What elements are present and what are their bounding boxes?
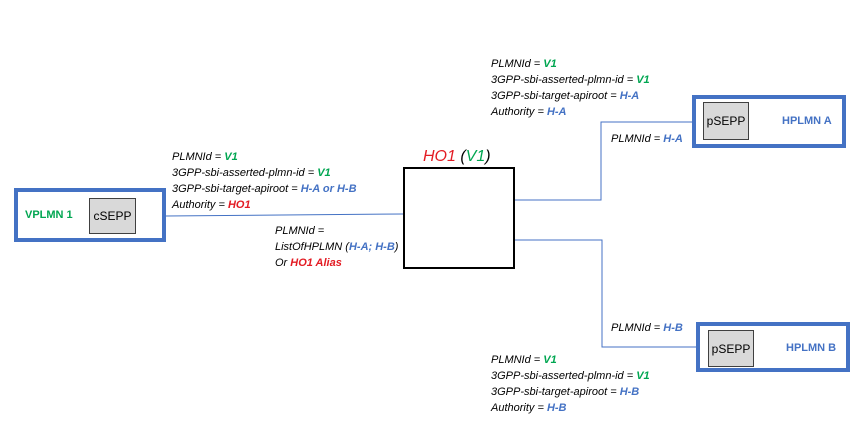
link-a-key: PLMNId =: [611, 133, 664, 145]
link-vplmn-to-hub: [165, 213, 404, 217]
link-b-value: H-B: [663, 322, 683, 334]
ann-top-asserted-value: V1: [636, 74, 650, 86]
ann-top-authority-key: Authority =: [491, 106, 547, 118]
ann-top-authority-value: H-A: [546, 106, 567, 118]
csepp-node: cSEPP: [89, 198, 136, 234]
ann-bottom-authority-value: H-B: [546, 402, 567, 414]
hub-plmn: V1: [465, 148, 486, 165]
ann-bottom-asserted-key: 3GPP-sbi-asserted-plmn-id =: [491, 370, 637, 382]
hub-name: HO1: [423, 148, 456, 165]
hub-paren-open: (: [460, 148, 466, 165]
link-label-hplmn-a: PLMNId = H-A: [611, 131, 683, 147]
ann-bottom-asserted-value: V1: [636, 370, 650, 382]
ann-mid-alias-value: HO1 Alias: [290, 257, 342, 269]
hub-box: [403, 167, 515, 269]
ann-left-asserted-key: 3GPP-sbi-asserted-plmn-id =: [172, 167, 318, 179]
ann-mid-alias-prefix: Or: [275, 257, 291, 269]
hub-title: HO1 (V1): [423, 148, 491, 166]
ann-bottom-authority-key: Authority =: [491, 402, 547, 414]
link-b-key: PLMNId =: [611, 322, 664, 334]
psepp-b-node: pSEPP: [708, 330, 754, 367]
ann-bottom-plmnid-value: V1: [543, 354, 557, 366]
link-hub-to-hplmn-a: [515, 121, 695, 201]
ann-top-plmnid-value: V1: [543, 58, 557, 70]
ann-left-plmnid-key: PLMNId =: [172, 151, 225, 163]
hub-paren-close: ): [485, 148, 491, 165]
ann-top-asserted-key: 3GPP-sbi-asserted-plmn-id =: [491, 74, 637, 86]
ann-bottom-plmnid-key: PLMNId =: [491, 354, 544, 366]
ann-top-apiroot-value: H-A: [619, 90, 640, 102]
annotation-hplmn-a-request: PLMNId = V1 3GPP-sbi-asserted-plmn-id = …: [491, 56, 650, 120]
ann-left-authority-value: HO1: [227, 199, 251, 211]
ann-left-asserted-value: V1: [317, 167, 331, 179]
ann-mid-list-value: H-A; H-B: [348, 241, 395, 253]
psepp-a-node: pSEPP: [703, 102, 749, 140]
link-hub-to-hplmn-b: [515, 239, 698, 348]
ann-left-apiroot-value: H-A or H-B: [300, 183, 357, 195]
ann-top-plmnid-key: PLMNId =: [491, 58, 544, 70]
ann-bottom-apiroot-value: H-B: [619, 386, 640, 398]
annotation-hplmn-b-request: PLMNId = V1 3GPP-sbi-asserted-plmn-id = …: [491, 352, 650, 416]
ann-left-plmnid-value: V1: [224, 151, 238, 163]
ann-bottom-apiroot-key: 3GPP-sbi-target-apiroot =: [491, 386, 620, 398]
annotation-hub-response: PLMNId = ListOfHPLMN (H-A; H-B) Or HO1 A…: [275, 223, 398, 271]
ann-top-apiroot-key: 3GPP-sbi-target-apiroot =: [491, 90, 620, 102]
hplmn-b-label: HPLMN B: [786, 342, 837, 354]
link-a-value: H-A: [663, 133, 683, 145]
ann-mid-list-prefix: ListOfHPLMN (: [275, 241, 349, 253]
ann-mid-list-suffix: ): [394, 241, 399, 253]
annotation-vplmn-request: PLMNId = V1 3GPP-sbi-asserted-plmn-id = …: [172, 149, 357, 213]
ann-mid-plmnid-key: PLMNId =: [275, 225, 325, 237]
link-label-hplmn-b: PLMNId = H-B: [611, 320, 683, 336]
vplmn-label: VPLMN 1: [25, 209, 73, 221]
ann-left-authority-key: Authority =: [172, 199, 228, 211]
ann-left-apiroot-key: 3GPP-sbi-target-apiroot =: [172, 183, 301, 195]
hplmn-a-label: HPLMN A: [782, 115, 832, 127]
